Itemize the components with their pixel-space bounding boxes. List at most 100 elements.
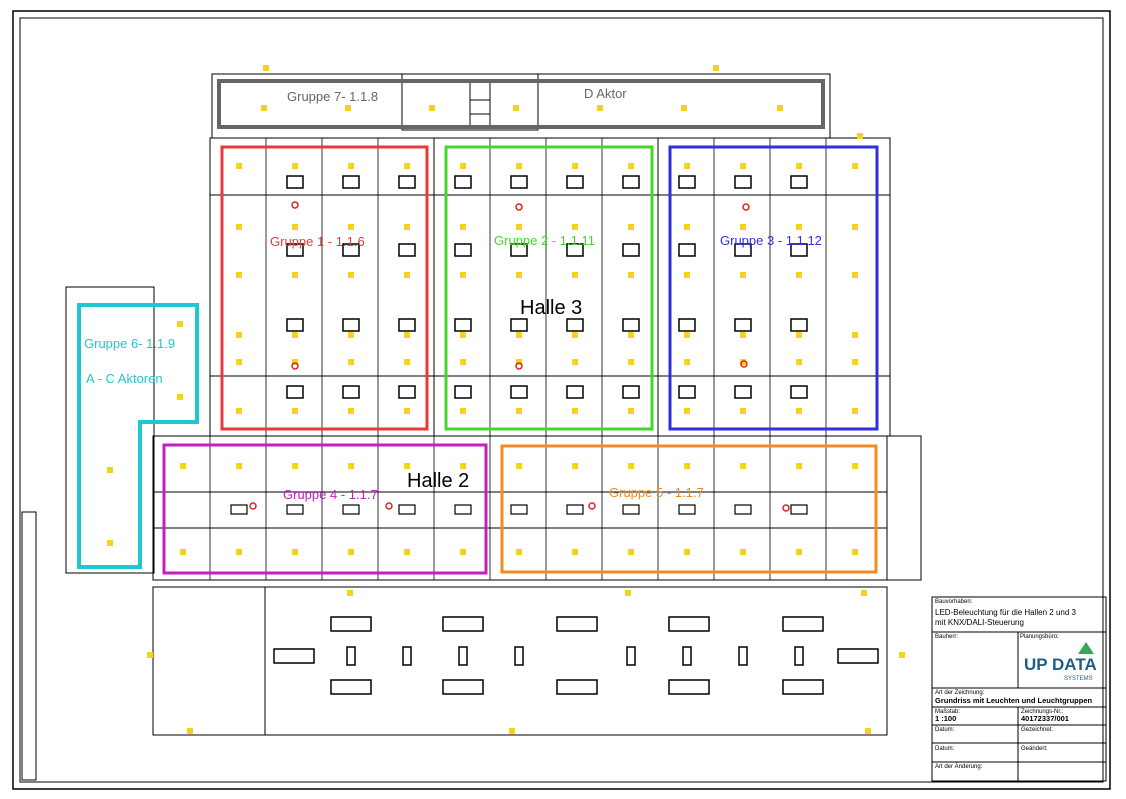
group-6-outline [77, 303, 199, 569]
luminaire [740, 224, 746, 230]
luminaire [460, 163, 466, 169]
luminaire [292, 272, 298, 278]
scale-caption: Maßstab: [935, 709, 960, 715]
luminaire [684, 163, 690, 169]
fixture-box [273, 648, 315, 664]
group-7-label: Gruppe 7- 1.1.8 [287, 89, 378, 104]
luminaire [180, 463, 186, 469]
luminaire [177, 394, 183, 400]
hall-3-label: Halle 3 [520, 297, 582, 319]
fixture-box [330, 679, 372, 695]
fixture-box [566, 504, 584, 515]
fixture-box [738, 646, 748, 666]
luminaire [572, 359, 578, 365]
luminaire [236, 359, 242, 365]
luminaire [261, 105, 267, 111]
fixture-box [286, 504, 304, 515]
luminaire [404, 463, 410, 469]
luminaire [460, 359, 466, 365]
luminaire [236, 549, 242, 555]
fixture-box [398, 385, 416, 399]
luminaire [292, 224, 298, 230]
sensor [782, 504, 790, 512]
luminaire [852, 549, 858, 555]
luminaire [460, 463, 466, 469]
luminaire [348, 332, 354, 338]
luminaire [684, 549, 690, 555]
luminaire [796, 408, 802, 414]
luminaire [852, 408, 858, 414]
fixture-box [454, 175, 472, 189]
scale-value: 1 :100 [935, 714, 956, 723]
group-2-outline [444, 145, 654, 431]
group-1-outline [220, 145, 429, 431]
fixture-box [678, 175, 696, 189]
luminaire [348, 163, 354, 169]
luminaire [404, 359, 410, 365]
luminaire [572, 272, 578, 278]
fixture-box [454, 385, 472, 399]
fixture-boxes [230, 175, 879, 695]
luminaire [236, 408, 242, 414]
luminaire [236, 463, 242, 469]
sensor [291, 201, 299, 209]
luminaire [516, 549, 522, 555]
luminaire [460, 408, 466, 414]
fixture-box [402, 646, 412, 666]
inner-frame [19, 17, 1104, 783]
luminaire [348, 408, 354, 414]
luminaire [572, 549, 578, 555]
luminaire [597, 105, 603, 111]
fixture-box [454, 243, 472, 257]
luminaire [516, 224, 522, 230]
luminaire [292, 332, 298, 338]
fixture-box [342, 504, 360, 515]
luminaire [509, 728, 515, 734]
sensors [249, 201, 790, 512]
luminaire [684, 463, 690, 469]
fixture-box [398, 504, 416, 515]
sensor [742, 203, 750, 211]
luminaire [572, 224, 578, 230]
fixture-box [678, 504, 696, 515]
luminaire [740, 463, 746, 469]
luminaire [292, 549, 298, 555]
fixture-box [622, 175, 640, 189]
luminaire [236, 272, 242, 278]
fixture-box [790, 175, 808, 189]
luminaire [404, 224, 410, 230]
sensor [515, 203, 523, 211]
luminaire [572, 332, 578, 338]
luminaire [684, 224, 690, 230]
luminaire [777, 105, 783, 111]
luminaire [236, 163, 242, 169]
luminaire [347, 590, 353, 596]
luminaire [740, 332, 746, 338]
fixture-box [782, 616, 824, 632]
luminaires [107, 65, 905, 734]
luminaire [404, 332, 410, 338]
sensor [291, 362, 299, 370]
luminaire [852, 224, 858, 230]
building-walls [21, 73, 922, 781]
fixture-box [510, 504, 528, 515]
group-4-outline [162, 443, 488, 575]
fixture-box [734, 504, 752, 515]
luminaire [263, 65, 269, 71]
luminaire [852, 272, 858, 278]
fixture-box [790, 504, 808, 515]
luminaire [460, 332, 466, 338]
fixture-box [342, 318, 360, 332]
luminaire [292, 408, 298, 414]
luminaire [516, 359, 522, 365]
group-6-sublabel: A - C Aktoren [86, 371, 163, 386]
drawing-value: Grundriss mit Leuchten und Leuchtgruppen [935, 696, 1093, 705]
luminaire [236, 332, 242, 338]
fixture-box [510, 318, 528, 332]
grid-lines [209, 138, 827, 580]
luminaire [348, 549, 354, 555]
project-line-2: mit KNX/DALI-Steuerung [935, 618, 1024, 627]
fixture-box [566, 385, 584, 399]
fixture-box [342, 385, 360, 399]
